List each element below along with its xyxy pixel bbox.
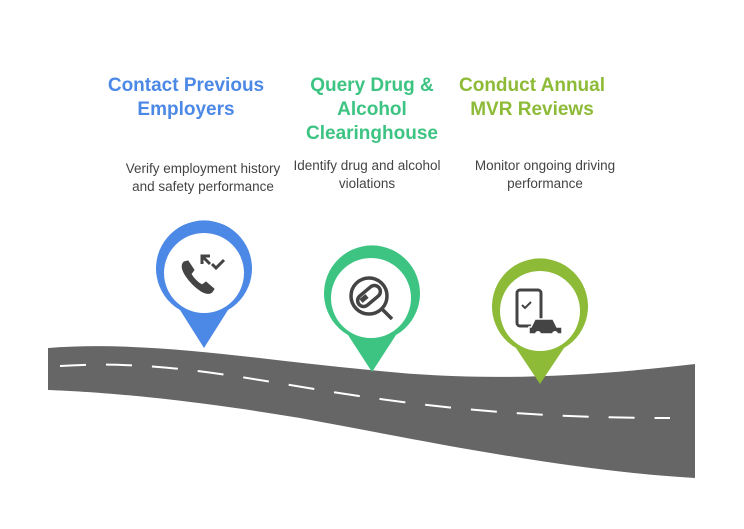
step-1-title: Contact Previous Employers [107,75,265,120]
step-2-title: Query Drug & Alcohol Clearinghouse [306,75,438,144]
phone-car-check-icon [515,288,563,337]
phone-callback-icon [181,254,226,294]
pin-query-clearinghouse [324,245,421,372]
pin-contact-employers [156,220,252,348]
step-3-title: Conduct Annual MVR Reviews [459,75,605,120]
pill-search-icon [349,276,394,321]
road [48,346,695,478]
pin-mvr-reviews [491,258,588,384]
step-1-description: Verify employment history and safety per… [125,161,281,194]
step-2-description: Identify drug and alcohol violations [293,158,441,191]
step-3-description: Monitor ongoing driving performance [474,158,616,191]
